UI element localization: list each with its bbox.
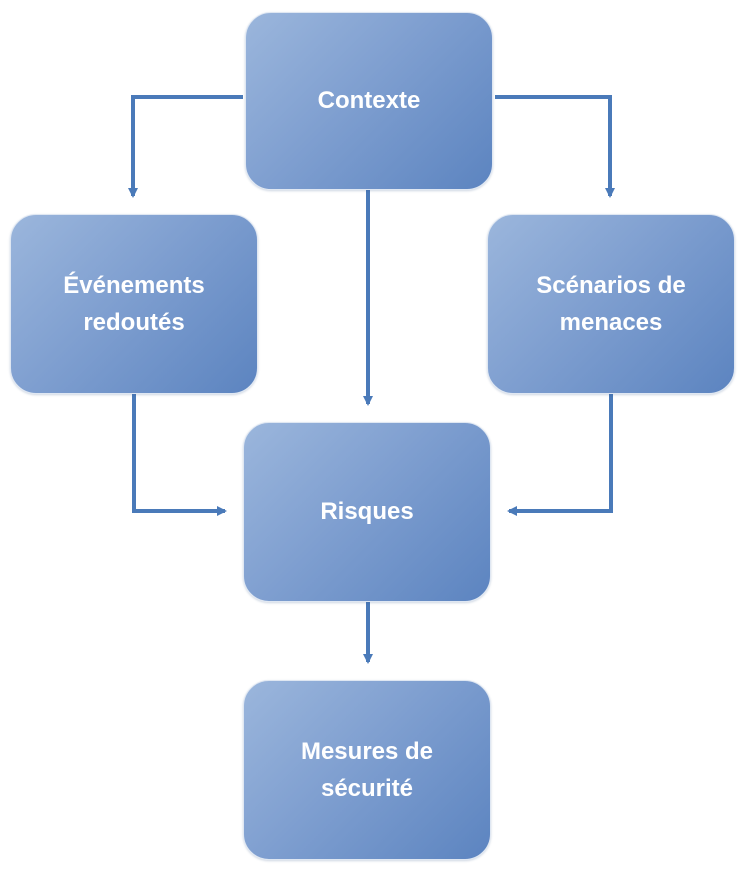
node-scenarios-de-menaces: Scénarios de menaces [487,214,735,394]
node-scenarios-de-menaces-label: Scénarios de menaces [536,271,686,336]
node-contexte: Contexte [245,12,493,190]
arrow-contexte-to-scenarios [495,95,615,198]
node-contexte-label: Contexte [317,87,421,115]
node-evenements-redoutes: Événements redoutés [10,214,258,394]
node-mesures-de-securite: Mesures de sécurité [243,680,491,860]
arrow-contexte-to-evenements [128,95,243,198]
node-risques-label: Risques [320,498,414,526]
arrow-scenarios-to-risques [507,394,613,516]
arrow-evenements-to-risques [132,394,227,516]
node-evenements-redoutes-label: Événements redoutés [63,271,205,336]
node-risques: Risques [243,422,491,602]
node-mesures-de-securite-label: Mesures de sécurité [300,737,434,802]
